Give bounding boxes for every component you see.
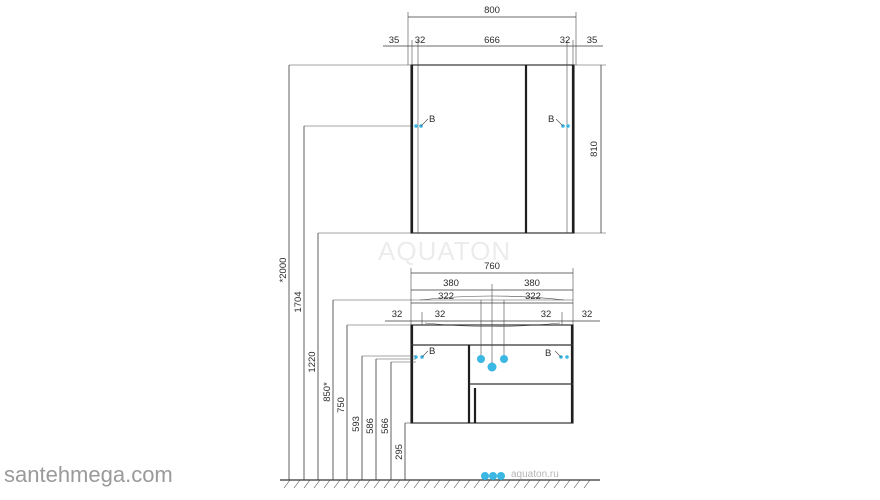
dim-height-2000: *2000 bbox=[278, 258, 289, 283]
dim-322-right: 322 bbox=[525, 291, 541, 302]
drain-icon bbox=[487, 362, 497, 372]
dim-32-vanity-4: 32 bbox=[582, 309, 593, 320]
dim-800: 800 bbox=[484, 5, 500, 16]
connection-label-left: B bbox=[429, 114, 435, 125]
vanity-connection-label-right: B bbox=[545, 348, 551, 359]
connection-point bbox=[566, 124, 570, 128]
mirror-cabinet: B B bbox=[410, 64, 575, 234]
aquaton-logo-icon bbox=[481, 472, 505, 480]
mirror-cabinet-outline bbox=[410, 64, 575, 234]
dim-32-right: 32 bbox=[560, 35, 571, 46]
dim-666: 666 bbox=[484, 35, 500, 46]
dim-35-left: 35 bbox=[389, 35, 400, 46]
water-inlet-icon bbox=[500, 355, 508, 363]
dim-height-1704: 1704 bbox=[293, 291, 304, 312]
dim-height-566: 566 bbox=[380, 418, 391, 434]
mirror-height-dimension: 810 bbox=[574, 64, 606, 234]
height-dimensions: *2000 1704 1220 850* 750 593 586 566 295 bbox=[278, 64, 416, 480]
dim-810: 810 bbox=[589, 141, 600, 157]
dim-height-586: 586 bbox=[365, 418, 376, 434]
dim-height-850: 850* bbox=[322, 382, 333, 402]
dim-height-750: 750 bbox=[336, 397, 347, 413]
vanity-top-dimensions: 760 380 380 322 322 32 32 32 32 bbox=[385, 261, 600, 325]
vanity-connection-label-left: B bbox=[429, 346, 435, 357]
brand-watermark: AQUATON bbox=[378, 236, 512, 266]
connection-point bbox=[414, 124, 418, 128]
dim-32-vanity-1: 32 bbox=[392, 309, 403, 320]
mirror-top-dimensions: 800 35 32 666 32 35 bbox=[383, 5, 603, 65]
water-inlet-icon bbox=[477, 355, 485, 363]
dim-height-295: 295 bbox=[394, 444, 405, 460]
dim-32-vanity-3: 32 bbox=[541, 309, 552, 320]
dim-322-left: 322 bbox=[438, 291, 454, 302]
connection-label-right: B bbox=[548, 114, 554, 125]
dim-760: 760 bbox=[484, 261, 500, 272]
dim-380-right: 380 bbox=[524, 278, 540, 289]
dim-32-vanity-2: 32 bbox=[435, 309, 446, 320]
dim-35-right: 35 bbox=[587, 35, 598, 46]
site-watermark-bottom: aquaton.ru bbox=[511, 469, 559, 480]
dim-height-1220: 1220 bbox=[307, 351, 318, 372]
site-watermark-left: santehmega.com bbox=[4, 462, 173, 487]
dim-32-left: 32 bbox=[415, 35, 426, 46]
dim-height-593: 593 bbox=[351, 416, 362, 432]
floor-line bbox=[280, 479, 600, 489]
dim-380-left: 380 bbox=[443, 278, 459, 289]
